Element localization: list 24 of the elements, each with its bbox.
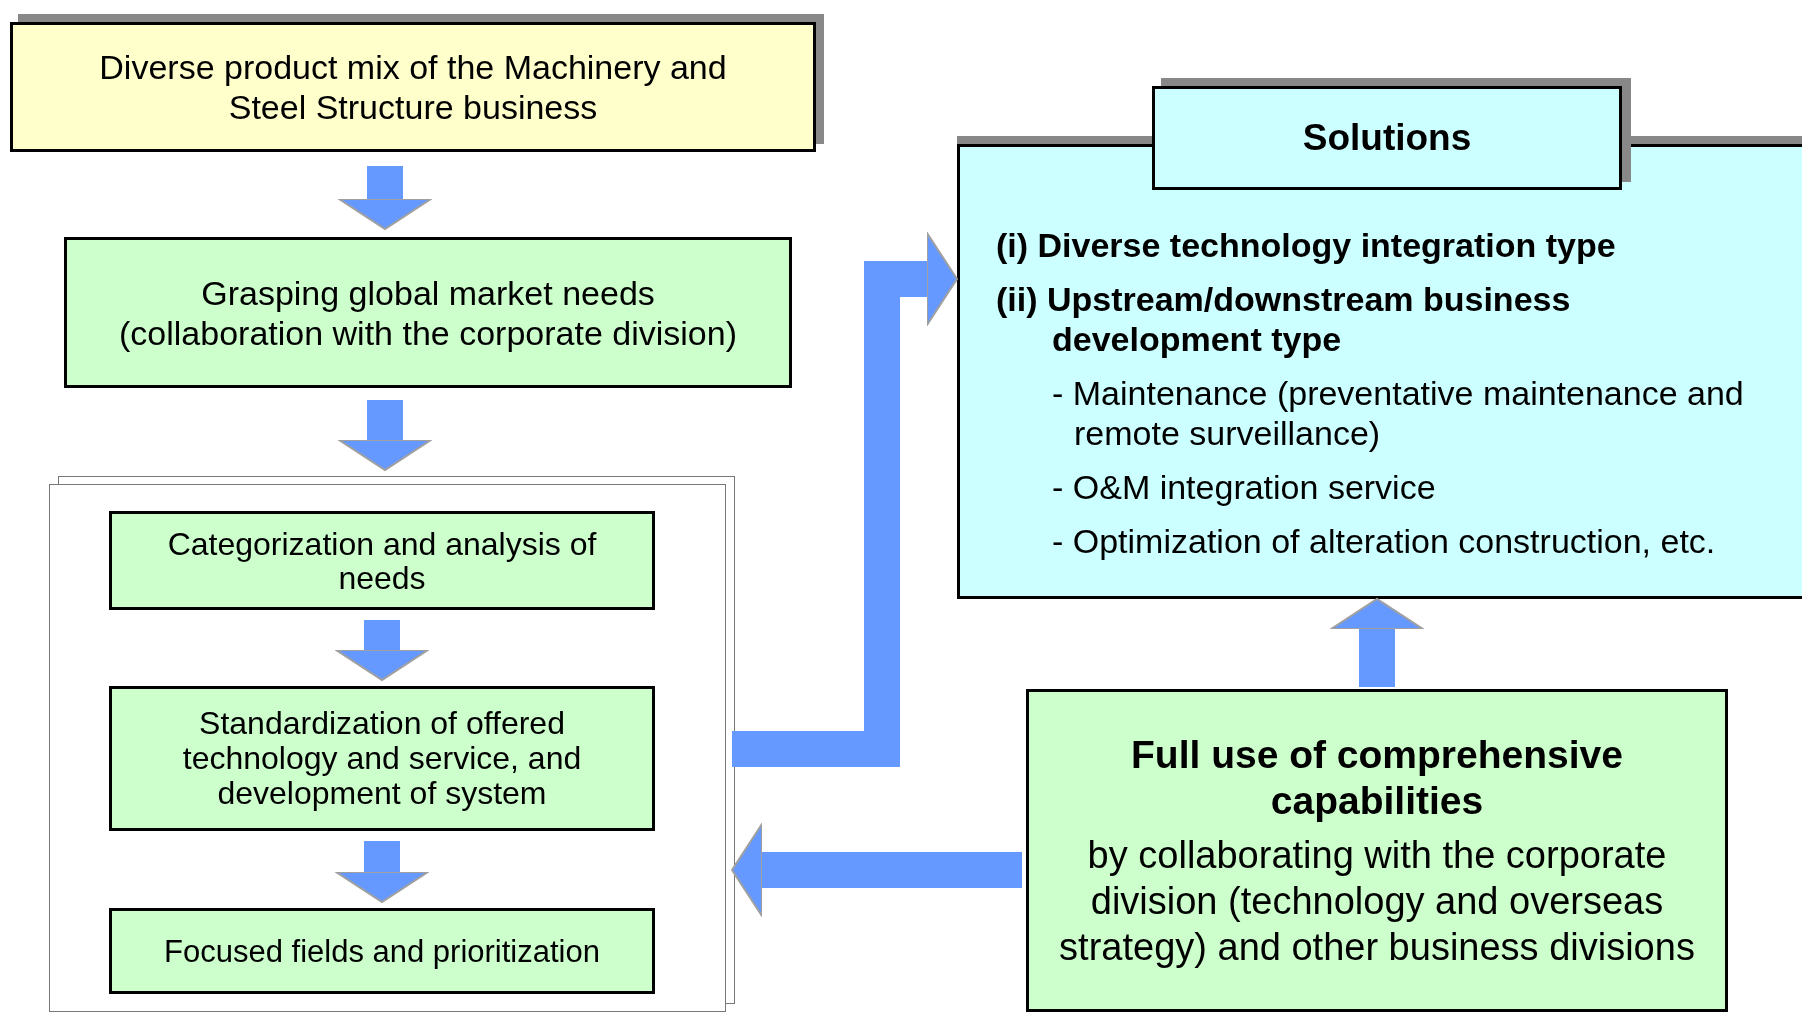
box-text: Standardization of offered technology and service, and development of system [182, 705, 582, 811]
box-text: Diverse product mix of the Machinery and Steel Structure business [99, 48, 727, 126]
process-box [1026, 689, 1728, 1012]
process-box [64, 237, 792, 388]
box-text: Focused fields and prioritization [164, 933, 600, 969]
block-arrow [335, 620, 429, 681]
process-box [109, 908, 655, 994]
solution-type: (i) Diverse technology integration type [996, 225, 1617, 265]
block-arrow [732, 232, 958, 767]
block-arrow [338, 400, 432, 471]
block-arrow [335, 841, 429, 903]
solution-item: - Optimization of alteration construction, etc. [1052, 521, 1717, 561]
block-arrow [731, 823, 1022, 917]
box-text: Grasping global market needs (collaboration with the corporate division) [119, 273, 737, 352]
box-text: by collaborating with the corporate division (technology and overseas strategy) and other business divisions [1058, 832, 1696, 970]
box-text: Categorization and analysis of needs [167, 525, 597, 596]
process-box [109, 511, 655, 610]
solution-type: (ii) Upstream/downstream business development type [996, 279, 1572, 359]
process-box [109, 686, 655, 831]
box-text: Solutions [1302, 117, 1472, 159]
solution-item: - Maintenance (preventative maintenance and remote surveillance) [1052, 373, 1745, 453]
solution-item: - O&M integration service [1052, 467, 1437, 507]
block-arrow [1330, 598, 1424, 687]
block-arrow [338, 166, 432, 230]
